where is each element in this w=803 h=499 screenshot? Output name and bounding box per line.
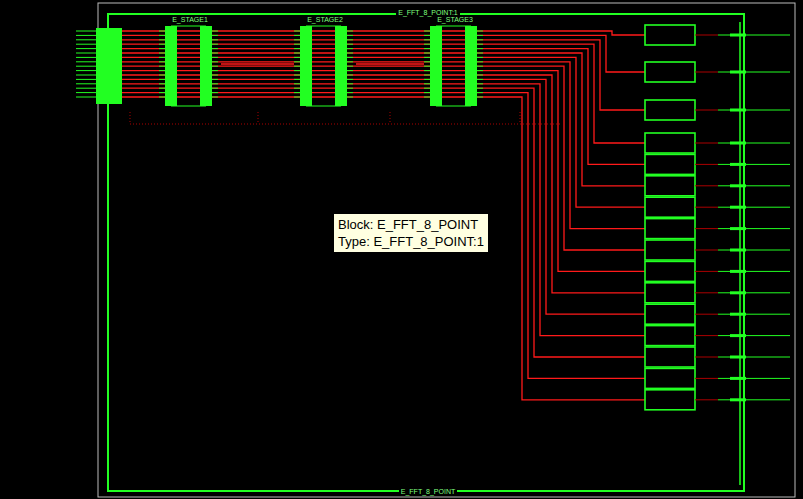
stage-symbol [294, 26, 353, 106]
input-pin [76, 92, 96, 93]
output-bus [739, 22, 741, 485]
input-pin [76, 39, 96, 40]
input-pin [76, 70, 96, 71]
wire [122, 93, 645, 379]
tooltip-text: Type: E_FFT_8_POINT:1 [338, 233, 484, 250]
module-name: E_FFT_8_POINT [399, 488, 457, 496]
output-registers [645, 25, 790, 410]
input-pin [76, 44, 96, 45]
bus-connector [221, 63, 294, 65]
input-pin [76, 83, 96, 84]
instance-name: E_STAGE3 [424, 16, 486, 24]
instance-name: E_STAGE1 [159, 16, 221, 24]
input-pin [76, 48, 96, 49]
input-pin [76, 97, 96, 98]
wire [122, 75, 645, 293]
input-pin [76, 35, 96, 36]
module-name: E_FFT_8_POINT:1 [396, 9, 460, 17]
stage-block: E_STAGE1 [159, 16, 221, 112]
window-frame [98, 3, 795, 497]
wire [122, 79, 645, 314]
input-pin [76, 53, 96, 54]
wire [122, 97, 645, 400]
input-pin [76, 61, 96, 62]
wire [122, 88, 645, 357]
stage-symbol [424, 26, 483, 106]
input-pin [76, 31, 96, 32]
input-ports [96, 28, 122, 104]
tooltip-text: Block: E_FFT_8_POINT [338, 216, 484, 233]
dashed-wire [130, 112, 560, 124]
input-pin [76, 66, 96, 67]
input-pin [76, 88, 96, 89]
input-pin [76, 79, 96, 80]
stage-symbol [159, 26, 218, 106]
wire [122, 84, 645, 336]
input-pin [76, 75, 96, 76]
tooltip: Block: E_FFT_8_POINTType: E_FFT_8_POINT:… [333, 213, 489, 253]
stage-block: E_STAGE2 [294, 16, 356, 112]
bus-connector [356, 63, 424, 65]
stage-block: E_STAGE3 [424, 16, 486, 112]
input-pin [76, 57, 96, 58]
instance-name: E_STAGE2 [294, 16, 356, 24]
